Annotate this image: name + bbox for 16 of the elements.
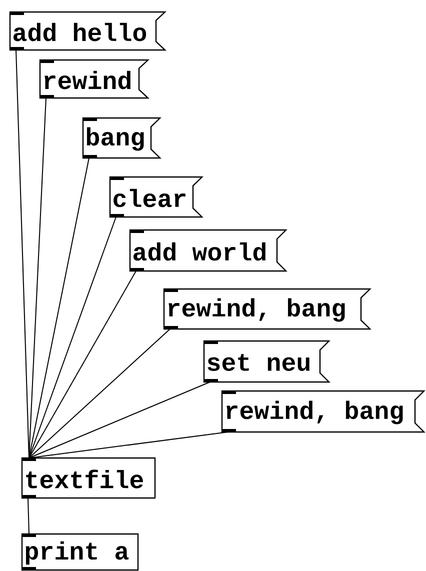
patch-cord xyxy=(28,270,136,458)
object-box: textfile xyxy=(21,457,156,499)
message-box: add hello xyxy=(9,11,167,51)
message-box: rewind, bang xyxy=(163,288,372,330)
message-box: clear xyxy=(109,176,204,218)
message-box: rewind xyxy=(39,59,150,99)
message-box: rewind, bang xyxy=(221,390,426,433)
patch-cord xyxy=(28,498,30,534)
message-box: add world xyxy=(129,229,288,272)
message-box: bang xyxy=(82,117,162,159)
message-box: set neu xyxy=(203,340,330,383)
patch-cord xyxy=(28,382,210,458)
object-box: print a xyxy=(21,533,139,571)
patch-cord xyxy=(28,328,170,458)
patch-cord xyxy=(28,432,228,458)
patch-cord xyxy=(28,216,116,458)
